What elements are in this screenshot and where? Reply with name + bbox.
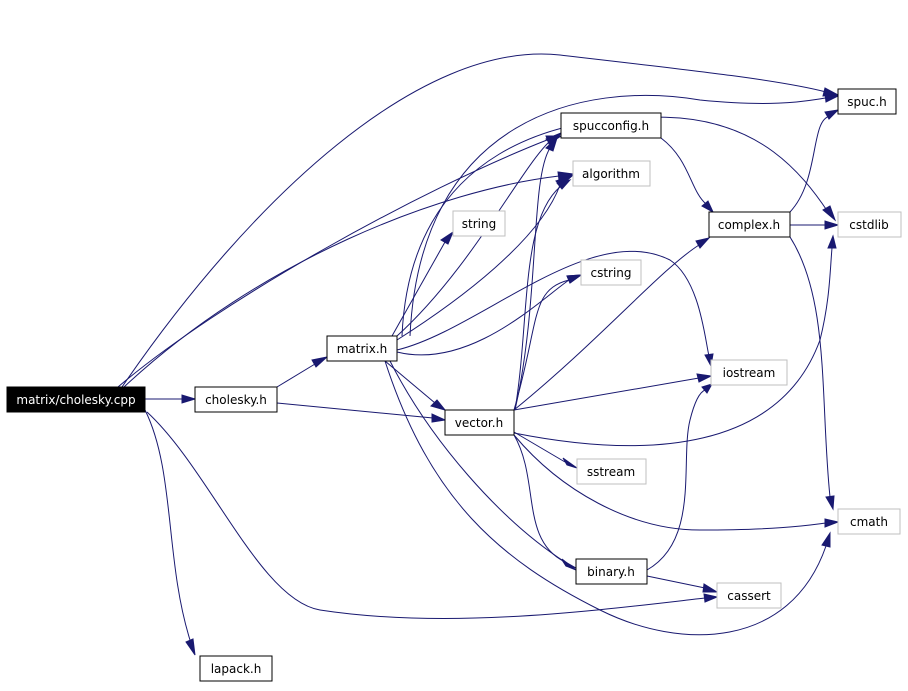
edge-spucconfig-to-complex <box>660 137 707 205</box>
node-label-cstdlib: cstdlib <box>849 218 888 232</box>
edge-matrix-to-spuc <box>409 94 827 337</box>
node-label-cassert: cassert <box>727 589 771 603</box>
node-label-cstring: cstring <box>590 266 631 280</box>
node-label-cmath: cmath <box>850 515 888 529</box>
arrowhead-matrix-to-cmath <box>821 531 831 548</box>
arrowhead-cholesky-to-vector <box>431 413 447 423</box>
edge-vector-to-complex <box>513 244 700 411</box>
edge-binary-to-cassert <box>646 575 706 589</box>
node-cassert[interactable]: cassert <box>716 582 782 609</box>
arrowhead-vector-to-algorithm <box>556 179 572 190</box>
arrowhead-vector-to-cmath <box>824 518 840 528</box>
arrowhead-complex-to-cmath <box>825 495 835 511</box>
arrowhead-binary-to-cassert <box>702 583 719 593</box>
arrowhead-vector-to-cstring <box>566 274 583 284</box>
arrowhead-vector-to-spucconfig <box>545 136 559 152</box>
edge-matrix-to-string <box>391 241 446 337</box>
arrowhead-vector-to-iostream <box>696 373 713 383</box>
edge-matrix-to-spucconfig <box>396 141 550 337</box>
arrowhead-vector-to-complex <box>695 237 711 249</box>
edge-root-to-lapack <box>144 409 191 641</box>
edge-cholesky-to-matrix <box>276 363 316 388</box>
arrowhead-vector-to-binary <box>561 559 577 569</box>
arrowhead-binary-to-iostream <box>701 383 714 394</box>
arrowhead-vector-to-sstream <box>562 457 578 469</box>
node-label-binary: binary.h <box>587 565 635 579</box>
arrowhead-root-to-cassert <box>703 593 719 603</box>
arrowhead-complex-to-cstdlib <box>824 220 840 230</box>
edges-layer <box>117 53 840 656</box>
edge-matrix-to-iostream <box>396 250 710 357</box>
node-label-spuc: spuc.h <box>847 95 887 109</box>
node-label-spucconfig: spucconfig.h <box>573 119 649 133</box>
arrowhead-complex-to-spuc <box>824 109 840 120</box>
node-label-iostream: iostream <box>723 366 776 380</box>
arrowhead-root-to-cholesky <box>181 394 197 404</box>
edge-vector-to-iostream <box>513 377 700 411</box>
node-label-complex: complex.h <box>718 218 780 232</box>
node-algorithm[interactable]: algorithm <box>572 160 651 187</box>
edge-vector-to-algorithm <box>514 185 562 411</box>
edge-matrix-to-algorithm <box>396 184 561 341</box>
node-lapack-h[interactable]: lapack.h <box>199 655 273 682</box>
arrowhead-spucconfig-to-complex <box>701 200 715 214</box>
edge-root-to-spuc <box>121 53 827 388</box>
edge-root-to-spucconfig <box>117 139 548 388</box>
edge-matrix-to-cmath <box>384 360 827 636</box>
node-vector-h[interactable]: vector.h <box>444 409 515 436</box>
node-label-lapack: lapack.h <box>211 662 262 676</box>
node-label-algorithm: algorithm <box>582 167 640 181</box>
node-label-matrix: matrix.h <box>337 342 388 356</box>
arrowhead-cholesky-to-matrix <box>311 356 329 368</box>
node-sstream[interactable]: sstream <box>576 458 647 485</box>
edge-matrix-to-cstring <box>396 279 570 356</box>
node-spuc-h[interactable]: spuc.h <box>837 88 897 115</box>
edge-vector-to-sstream <box>513 431 566 463</box>
edge-cholesky-to-vector <box>276 402 434 419</box>
arrowhead-vector-to-cstdlib <box>827 234 837 249</box>
node-label-cholesky: cholesky.h <box>205 393 267 407</box>
node-label-root: matrix/cholesky.cpp <box>16 393 135 407</box>
node-spucconfig-h[interactable]: spucconfig.h <box>560 112 662 139</box>
arrowhead-matrix-to-spuc <box>824 93 840 103</box>
edge-vector-to-spucconfig <box>514 147 551 411</box>
nodes-layer: matrix/cholesky.cpp cholesky.h lapack.h … <box>6 88 902 682</box>
node-matrix-cholesky-cpp[interactable]: matrix/cholesky.cpp <box>6 386 146 413</box>
node-iostream[interactable]: iostream <box>710 359 788 386</box>
node-complex-h[interactable]: complex.h <box>708 211 791 238</box>
edge-matrix-to-binary <box>389 360 566 563</box>
node-cstdlib[interactable]: cstdlib <box>837 211 902 238</box>
edge-complex-to-cmath <box>789 236 831 498</box>
node-matrix-h[interactable]: matrix.h <box>326 335 398 362</box>
edge-vector-to-cstring <box>513 279 570 411</box>
node-cmath[interactable]: cmath <box>837 508 901 535</box>
edge-root-to-cassert <box>146 411 706 619</box>
edge-binary-to-iostream <box>646 389 706 571</box>
node-cstring[interactable]: cstring <box>580 259 642 286</box>
arrowhead-matrix-to-string <box>440 230 455 245</box>
node-label-sstream: sstream <box>587 465 635 479</box>
node-string[interactable]: string <box>452 210 506 237</box>
arrowhead-root-to-lapack <box>185 638 196 656</box>
node-cholesky-h[interactable]: cholesky.h <box>194 386 278 413</box>
edge-vector-to-binary <box>513 434 566 563</box>
edge-vector-to-cstdlib <box>513 247 833 447</box>
node-binary-h[interactable]: binary.h <box>575 558 648 585</box>
arrowhead-matrix-to-vector <box>430 399 447 411</box>
edge-complex-to-spuc <box>789 115 831 213</box>
edge-vector-to-cmath <box>513 434 827 531</box>
arrowhead-matrix-to-cstdlib <box>822 205 837 222</box>
node-label-string: string <box>462 217 496 231</box>
edge-root-to-algorithm <box>123 175 560 388</box>
node-label-vector: vector.h <box>455 416 503 430</box>
